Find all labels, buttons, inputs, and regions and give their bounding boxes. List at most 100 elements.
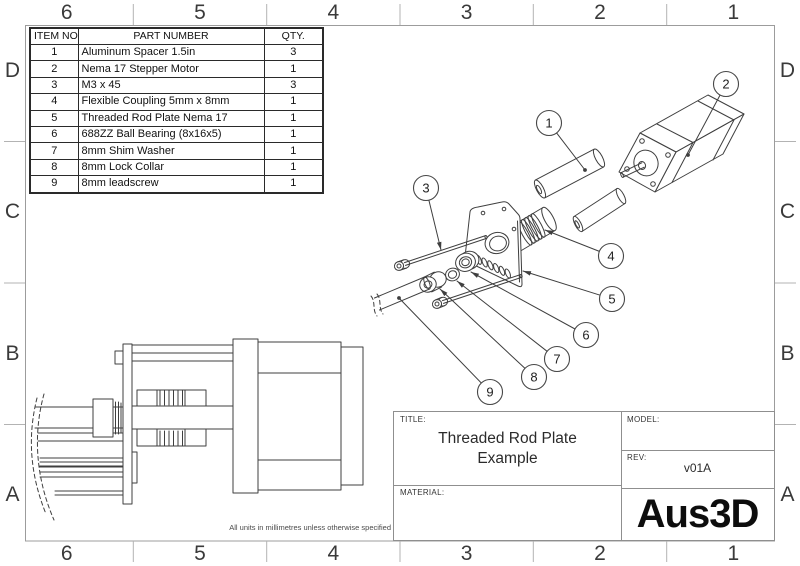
bom-qty: 1 — [263, 158, 324, 177]
zone-label: 3 — [460, 541, 473, 565]
bom-part-number: Nema 17 Stepper Motor — [77, 60, 265, 78]
zone-ticks — [4, 4, 796, 562]
screw-drawings — [393, 235, 523, 309]
bom-item-no: 6 — [29, 125, 79, 144]
title-block-line — [621, 488, 774, 489]
bom-part-number: Aluminum Spacer 1.5in — [77, 43, 265, 62]
zone-label: 3 — [460, 0, 473, 24]
title-block-divider — [621, 412, 622, 540]
svg-text:2: 2 — [722, 77, 729, 92]
zone-rows-left: D C B A — [0, 0, 25, 566]
svg-text:3: 3 — [422, 181, 429, 196]
units-note: All units in millimetres unless otherwis… — [229, 523, 391, 532]
balloon-2: 2 — [712, 70, 740, 98]
bom-row: 1 Aluminum Spacer 1.5in 3 — [29, 43, 324, 62]
bom-part-number: 8mm Lock Collar — [77, 158, 265, 177]
svg-text:6: 6 — [582, 328, 589, 343]
spacer-drawings — [533, 148, 627, 233]
bom-header-item: ITEM NO. — [29, 27, 79, 45]
rev-label: REV: — [627, 453, 647, 462]
svg-text:7: 7 — [553, 352, 560, 367]
balloon-4: 4 — [597, 242, 625, 270]
zone-label: A — [5, 483, 20, 507]
zone-label: 2 — [594, 541, 606, 565]
lock-collar-drawing — [419, 271, 447, 293]
bom-item-no: 9 — [29, 175, 79, 194]
bom-item-no: 4 — [29, 93, 79, 111]
bom-item-no: 7 — [29, 142, 79, 160]
bom-header-row: ITEM NO. PART NUMBER QTY. — [29, 27, 324, 45]
zone-label: B — [780, 341, 795, 365]
bom-qty: 1 — [263, 125, 324, 144]
drawing-title: Threaded Rod Plate Example — [394, 429, 621, 469]
svg-text:8: 8 — [530, 370, 537, 385]
bom-item-no: 8 — [29, 158, 79, 177]
zone-label: D — [779, 58, 796, 82]
plate-drawing — [464, 201, 523, 288]
zone-label: 5 — [194, 0, 206, 24]
bom-row: 3 M3 x 45 3 — [29, 76, 324, 95]
zone-label: D — [4, 58, 21, 82]
bom-row: 5 Threaded Rod Plate Nema 17 1 — [29, 109, 324, 127]
bom-qty: 3 — [263, 76, 324, 95]
stepper-motor-drawing — [618, 94, 745, 193]
bom-item-no: 3 — [29, 76, 79, 95]
bom-part-number: 8mm leadscrew — [77, 175, 265, 194]
bom-item-no: 1 — [29, 43, 79, 62]
balloon-9: 9 — [476, 378, 504, 406]
bom-part-number: Threaded Rod Plate Nema 17 — [77, 109, 265, 127]
zone-label: 6 — [60, 0, 73, 24]
bom-item-no: 5 — [29, 109, 79, 127]
bom-item-no: 2 — [29, 60, 79, 78]
bom-row: 4 Flexible Coupling 5mm x 8mm 1 — [29, 93, 324, 111]
bom-row: 2 Nema 17 Stepper Motor 1 — [29, 60, 324, 78]
zone-label: 6 — [60, 541, 73, 565]
aus3d-logo: Aus3D — [636, 492, 760, 536]
balloon-7: 7 — [543, 345, 571, 373]
bom-part-number: M3 x 45 — [77, 76, 265, 95]
zone-label: 1 — [727, 0, 740, 24]
zone-label: C — [4, 200, 21, 224]
svg-text:9: 9 — [486, 385, 493, 400]
bom-header-qty: QTY. — [263, 27, 324, 45]
balloon-3: 3 — [412, 174, 440, 202]
bom-qty: 1 — [263, 93, 324, 111]
rev-value: v01A — [683, 461, 712, 475]
bom-qty: 3 — [263, 43, 324, 62]
bom-row: 9 8mm leadscrew 1 — [29, 175, 324, 194]
bom-row: 7 8mm Shim Washer 1 — [29, 142, 324, 160]
title-block-line — [621, 450, 774, 451]
zone-label: 5 — [194, 541, 206, 565]
leader-lines — [397, 94, 721, 384]
zone-columns-bottom: 6 5 4 3 2 1 — [0, 541, 800, 566]
balloon-8: 8 — [520, 363, 548, 391]
title-block-line — [394, 485, 621, 486]
bom-part-number: 8mm Shim Washer — [77, 142, 265, 160]
zone-label: 4 — [327, 0, 340, 24]
bom-part-number: 688ZZ Ball Bearing (8x16x5) — [77, 125, 265, 144]
balloon-5: 5 — [598, 285, 626, 313]
bom-qty: 1 — [263, 109, 324, 127]
side-view — [30, 338, 364, 521]
zone-label: 4 — [327, 541, 340, 565]
exploded-view — [370, 94, 745, 317]
zone-label: C — [779, 200, 796, 224]
svg-text:1: 1 — [545, 116, 552, 131]
bom-row: 8 8mm Lock Collar 1 — [29, 158, 324, 177]
balloon-6: 6 — [572, 321, 600, 349]
material-label: MATERIAL: — [400, 488, 445, 497]
title-block: TITLE: Threaded Rod Plate Example MODEL:… — [393, 411, 775, 541]
bom-row: 6 688ZZ Ball Bearing (8x16x5) 1 — [29, 125, 324, 144]
svg-text:4: 4 — [607, 249, 614, 264]
bom-table: ITEM NO. PART NUMBER QTY. 1 Aluminum Spa… — [29, 27, 324, 194]
title-label: TITLE: — [400, 415, 426, 424]
bom-header-part: PART NUMBER — [77, 27, 265, 45]
drawing-title-line2: Example — [477, 450, 538, 468]
zone-label: B — [5, 341, 20, 365]
zone-label: 1 — [727, 541, 740, 565]
bom-part-number: Flexible Coupling 5mm x 8mm — [77, 93, 265, 111]
